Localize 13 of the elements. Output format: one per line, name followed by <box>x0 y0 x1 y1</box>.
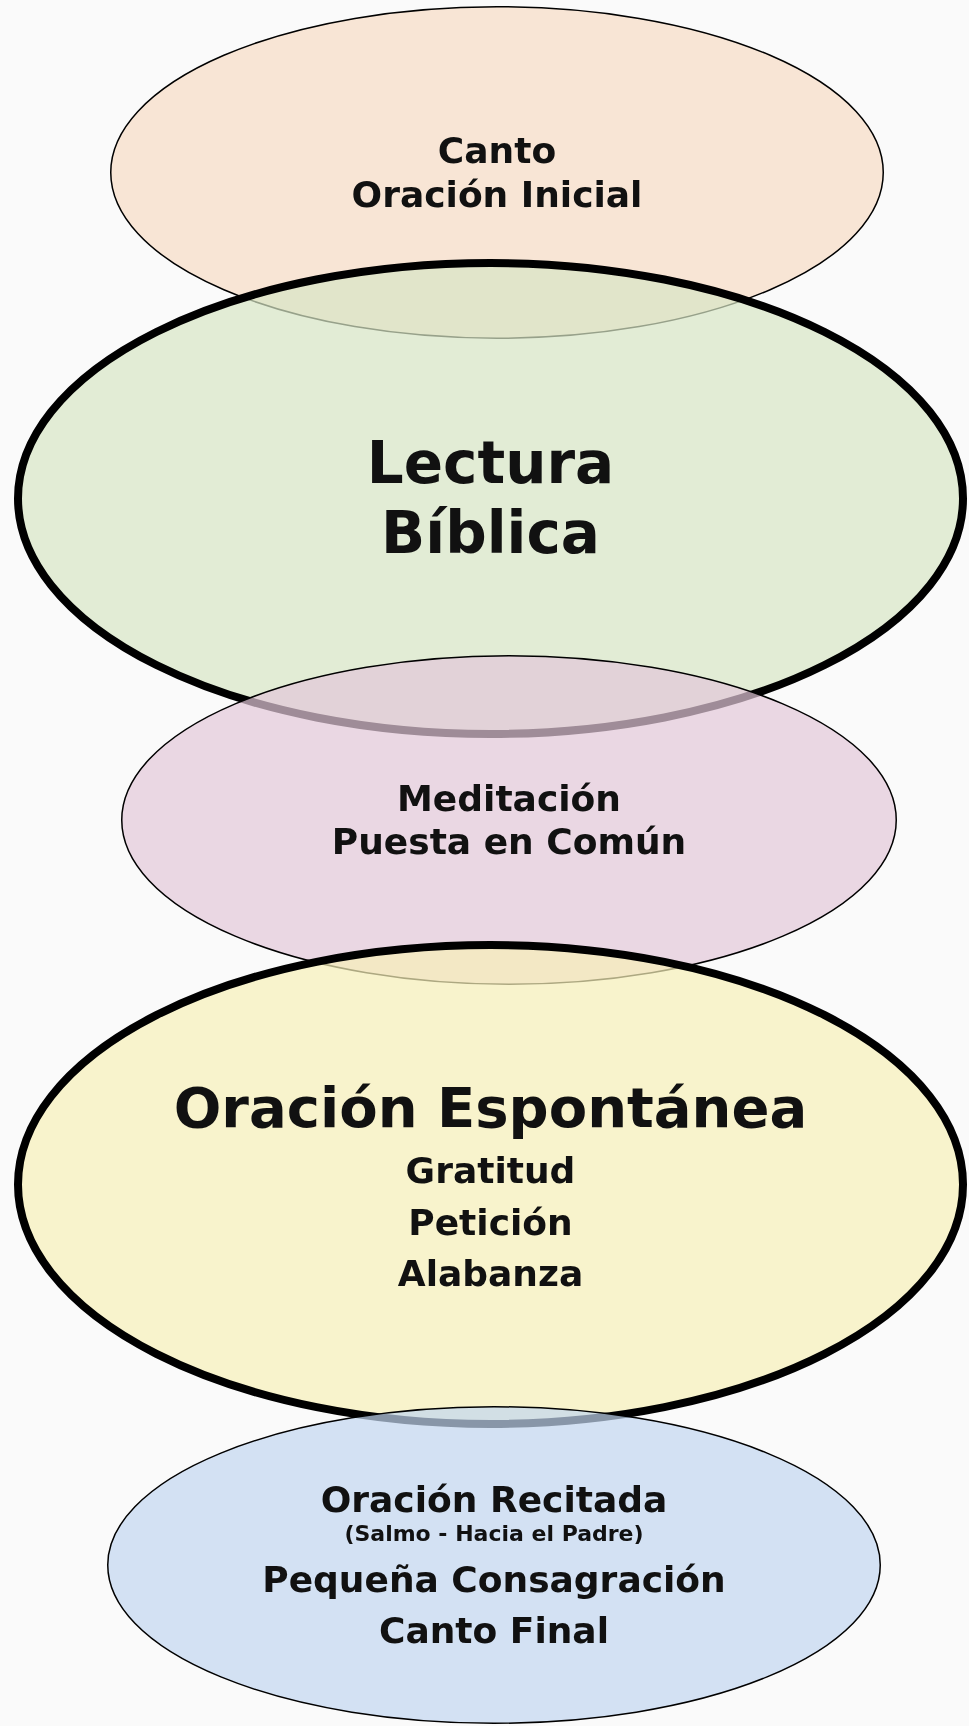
step-title: Meditación <box>397 776 621 820</box>
step-title: Puesta en Común <box>331 820 687 864</box>
section-title: Lectura Bíblica <box>365 428 616 569</box>
step-title: Canto <box>437 129 557 173</box>
step-item: Alabanza <box>397 1251 584 1295</box>
note-text: (Salmo - Hacia el Padre) <box>344 1521 644 1548</box>
section-title: Oración Espontánea <box>173 1074 808 1142</box>
step-item: Gratitud <box>405 1149 576 1193</box>
step-title: Canto Final <box>379 1608 609 1652</box>
step-title: Oración Recitada <box>320 1478 668 1522</box>
step-title: Pequeña Consagración <box>262 1557 726 1601</box>
step-item: Petición <box>408 1200 573 1244</box>
step-title: Oración Inicial <box>351 172 643 216</box>
